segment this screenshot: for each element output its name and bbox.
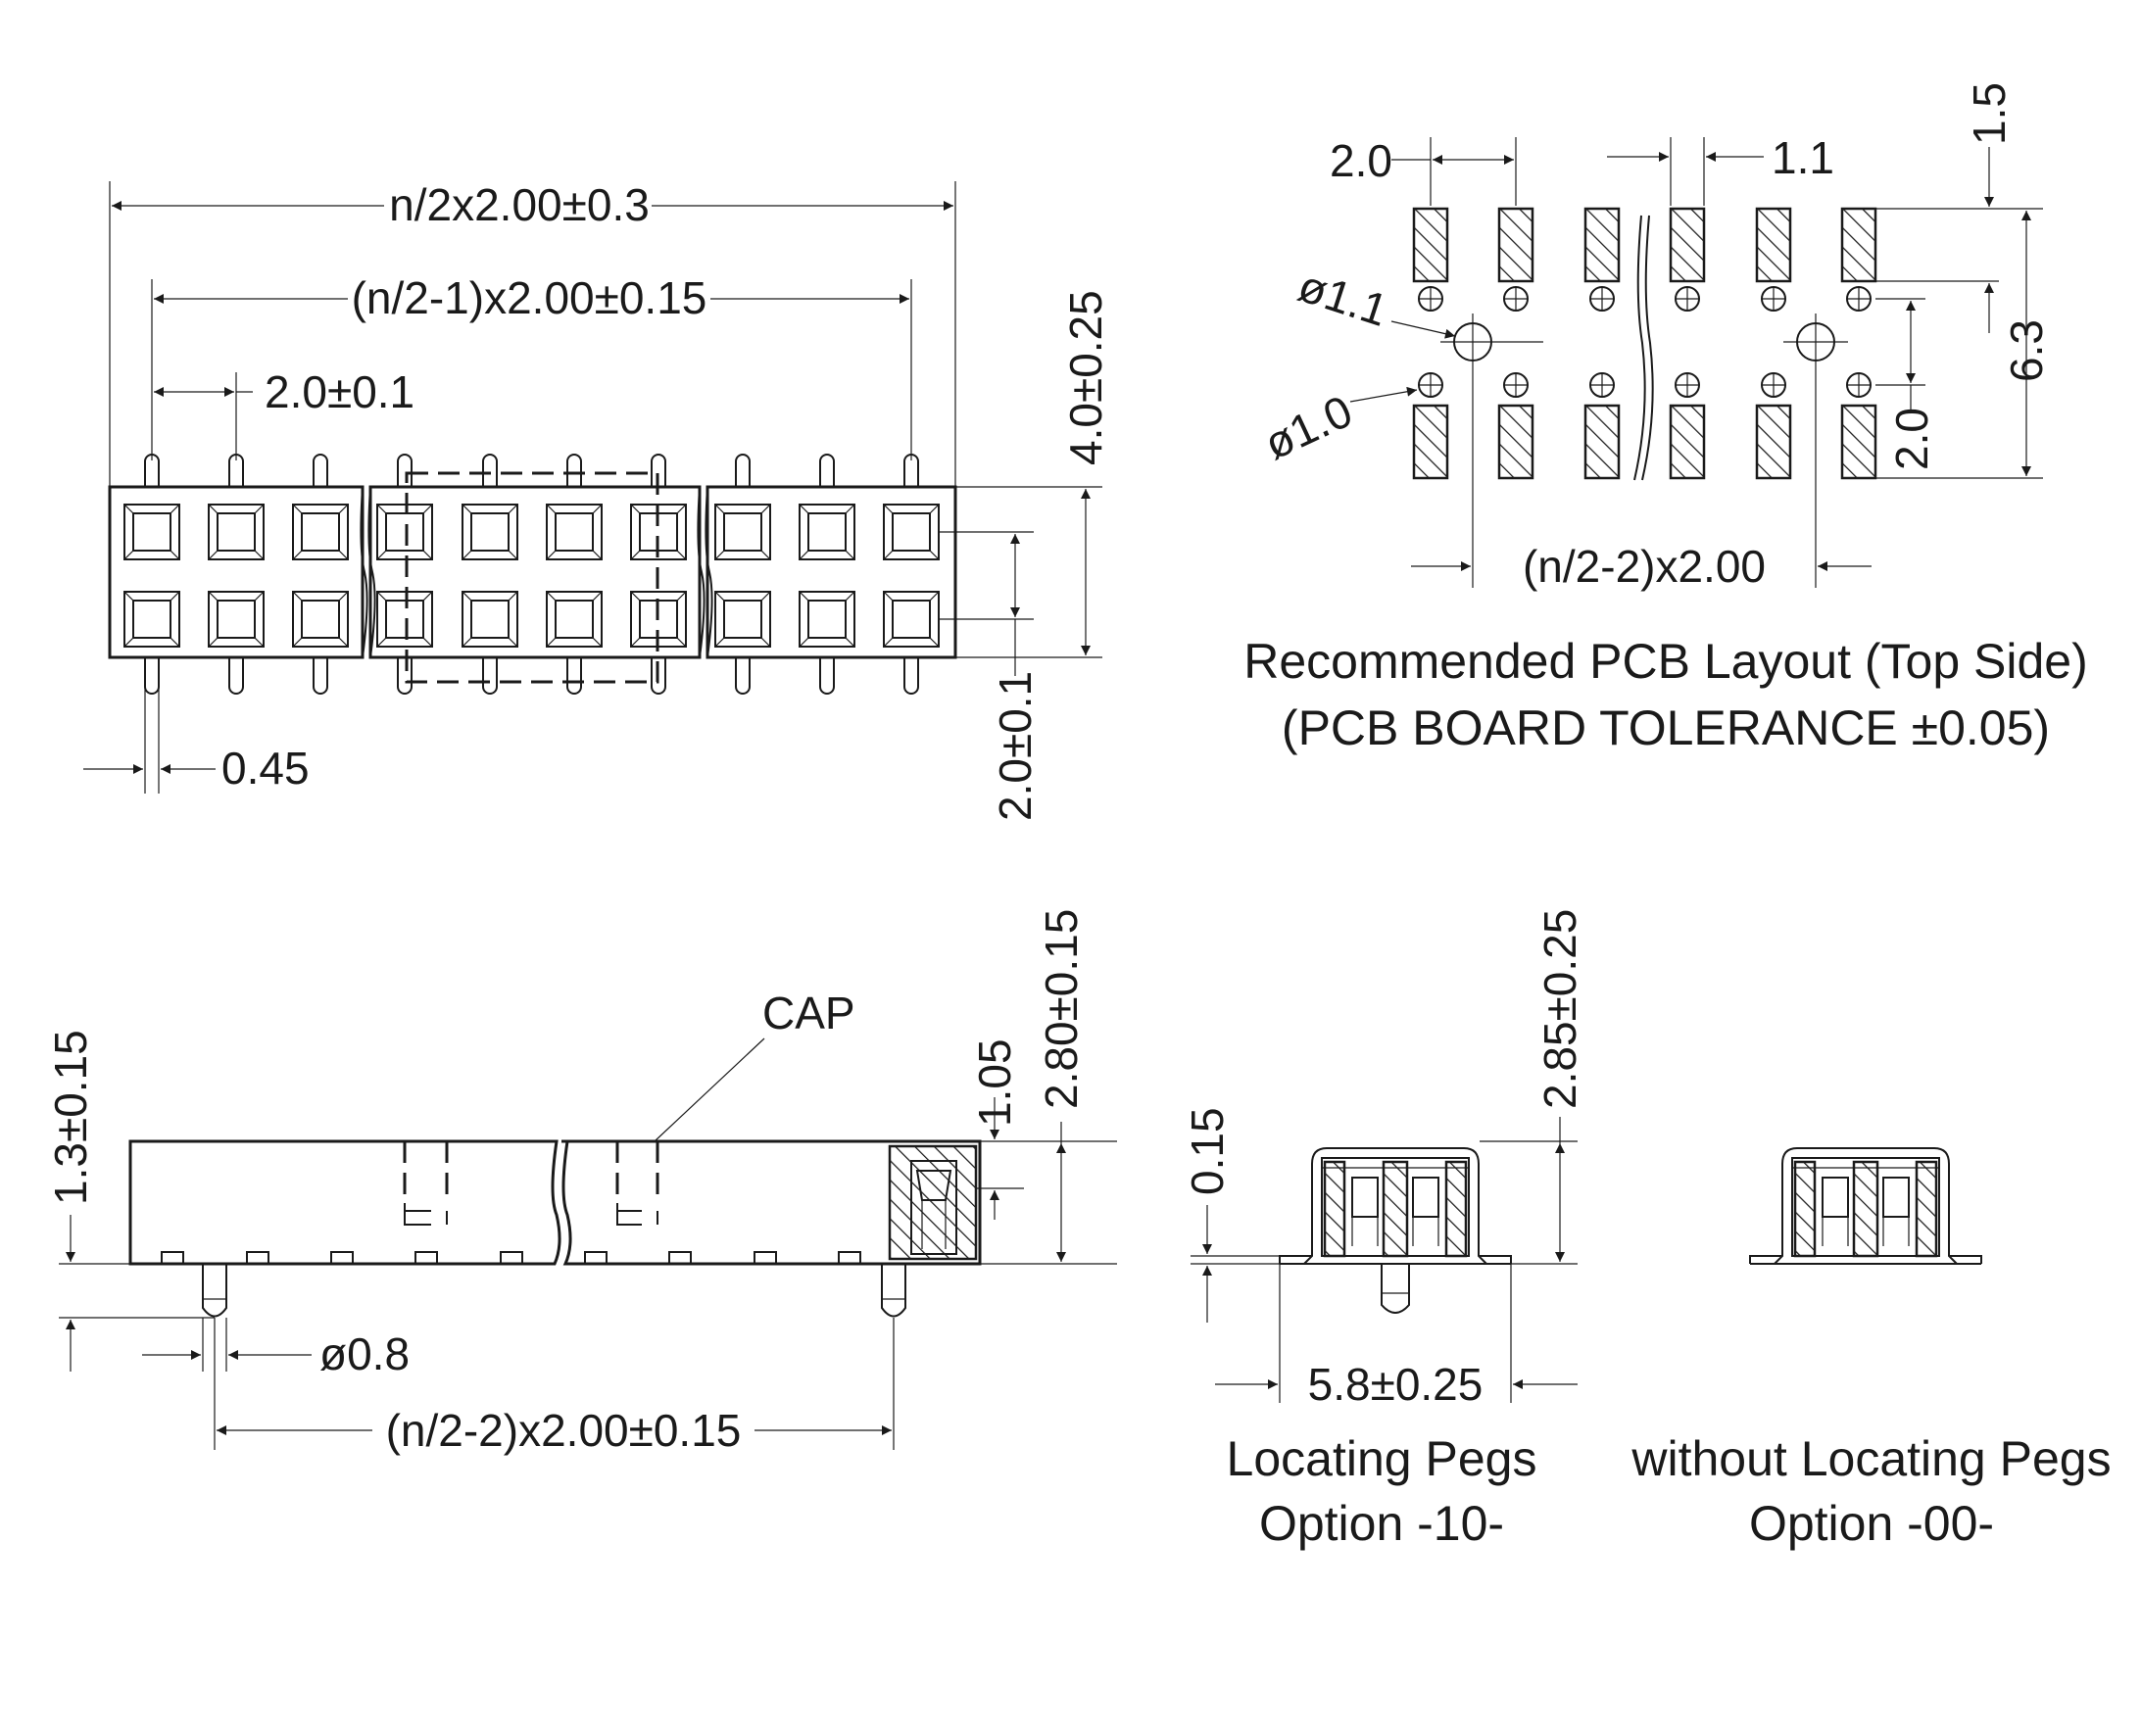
side-view-peg-right [881, 1264, 906, 1318]
label-cap: CAP [762, 988, 855, 1038]
dim-row-pitch: 2.0±0.1 [990, 671, 1041, 821]
dim-peg-height: 1.3±0.15 [45, 1030, 96, 1205]
option-a-line1: Locating Pegs [1227, 1431, 1537, 1486]
dim-body-height: 4.0±0.25 [1060, 290, 1111, 465]
pcb-pads [1412, 207, 1877, 480]
dim-pcb-hole-small: ø1.0 [1256, 385, 1359, 469]
dim-end-width: 5.8±0.25 [1308, 1359, 1484, 1410]
side-view: CAP 1.3±0.15 1.05 2.80±0.15 ø0.8 (n/2-2)… [45, 909, 1117, 1456]
option-b-line1: without Locating Pegs [1630, 1431, 2111, 1486]
dim-pcb-pad-width: 1.1 [1772, 132, 1834, 183]
dim-standoff: 0.15 [1182, 1107, 1233, 1195]
top-view-contacts [123, 504, 940, 648]
top-view-body-left [108, 485, 365, 659]
top-view-body-middle [368, 485, 702, 659]
dim-total-height: 2.80±0.15 [1036, 909, 1087, 1109]
dim-pcb-hole-large: ø1.1 [1292, 260, 1394, 336]
dim-cap-height: 1.05 [969, 1038, 1020, 1127]
dim-pcb-pad-span: 6.3 [2001, 319, 2052, 382]
dim-end-height: 2.85±0.25 [1534, 909, 1585, 1109]
option-b-line2: Option -00- [1749, 1496, 1994, 1551]
dim-overall-length: n/2x2.00±0.3 [389, 179, 650, 230]
pcb-layout: 2.0 1.1 1.5 6.3 2.0 ø1.1 ø1.0 (n/2-2)x2.… [1243, 82, 2088, 755]
dim-pitch: 2.0±0.1 [265, 366, 414, 417]
dim-pcb-peg-span: (n/2-2)x2.00 [1523, 541, 1766, 592]
dim-pcb-pad-pitch: 2.0 [1330, 135, 1392, 186]
side-view-contact-tabs [161, 1251, 861, 1265]
dim-pcb-pad-length: 1.5 [1964, 82, 2015, 145]
dim-peg-diameter: ø0.8 [319, 1328, 410, 1379]
end-view-with-pegs: 0.15 2.85±0.25 5.8±0.25 Locating Pegs Op… [1182, 909, 1585, 1551]
end-view-without-pegs: without Locating Pegs Option -00- [1630, 1146, 2112, 1551]
side-view-peg-left [202, 1264, 227, 1318]
dim-side-peg-span: (n/2-2)x2.00±0.15 [386, 1405, 742, 1456]
dim-inner-length: (n/2-1)x2.00±0.15 [352, 272, 707, 323]
dim-pcb-row-pitch: 2.0 [1886, 408, 1937, 470]
dim-pin-width: 0.45 [221, 743, 310, 794]
top-view: n/2x2.00±0.3 (n/2-1)x2.00±0.15 2.0±0.1 0… [83, 179, 1111, 821]
pcb-caption-line2: (PCB BOARD TOLERANCE ±0.05) [1282, 700, 2050, 755]
top-view-body-right [706, 485, 957, 659]
pcb-caption-line1: Recommended PCB Layout (Top Side) [1243, 634, 2088, 689]
option-a-line2: Option -10- [1259, 1496, 1504, 1551]
